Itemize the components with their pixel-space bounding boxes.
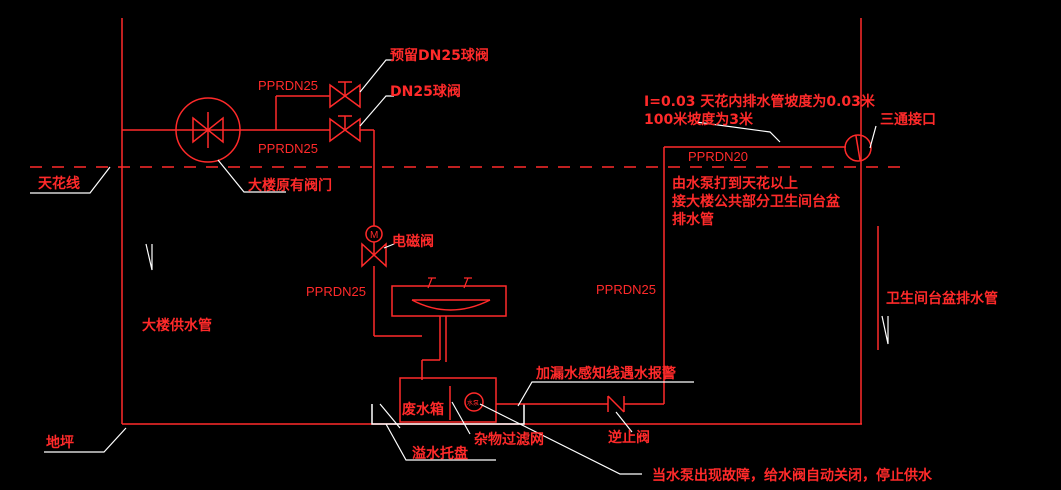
label-tee-joint: 三通接口	[880, 111, 936, 128]
leader-filter	[451, 401, 471, 435]
label-pprdn25-right: PPRDN25	[596, 282, 656, 297]
label-building-supply-pipe: 大楼供水管	[142, 317, 212, 334]
label-debris-filter: 杂物过滤网	[474, 431, 544, 448]
svg-text:M: M	[370, 230, 378, 241]
waste-tank-box	[399, 377, 497, 423]
dn25-ball-valve-icon	[329, 115, 361, 143]
check-valve-icon	[607, 395, 625, 413]
pump-icon: 水泵	[464, 392, 484, 412]
label-waste-tank: 废水箱	[402, 401, 444, 418]
label-pump-note-line1: 由水泵打到天花以上	[672, 175, 798, 192]
label-pprdn25-mid: PPRDN25	[258, 141, 318, 156]
reserved-ball-valve-icon	[329, 81, 361, 109]
tee-joint-icon	[844, 134, 872, 162]
supply-arrow-left	[145, 243, 153, 271]
label-pprdn25-top: PPRDN25	[258, 78, 318, 93]
label-floor: 地坪	[46, 434, 74, 451]
leader-floor	[44, 427, 127, 453]
leader-slope	[695, 121, 781, 143]
label-basin-drain-pipe: 卫生间台盆排水管	[886, 290, 998, 307]
label-building-original-valve: 大楼原有阀门	[248, 177, 332, 194]
label-pump-note-line2: 接大楼公共部分卫生间台盆	[672, 193, 841, 210]
label-solenoid-valve: 电磁阀	[392, 233, 434, 250]
wash-basin-icon	[391, 277, 507, 380]
leader-solenoid	[383, 243, 395, 249]
drain-arrow-right	[881, 315, 889, 345]
leader-ceiling	[30, 166, 111, 194]
label-ceiling-line: 天花线	[38, 175, 80, 192]
leader-tee	[869, 125, 877, 149]
label-reserved-valve: 预留DN25球阀	[390, 47, 489, 64]
solenoid-valve-icon: M	[361, 225, 387, 268]
leader-leak	[517, 381, 694, 407]
leader-waste-tank	[379, 403, 401, 429]
leader-dn25-valve	[359, 95, 394, 127]
label-overflow-tray: 溢水托盘	[412, 445, 468, 462]
label-pump-note-line3: 排水管	[672, 211, 714, 228]
label-pprdn25-left: PPRDN25	[306, 284, 366, 299]
label-pump-failure-note: 当水泵出现故障，给水阀自动关闭，停止供水	[652, 467, 933, 484]
leader-original-valve	[217, 159, 286, 193]
label-slope-line1: I=0.03 天花内排水管坡度为0.03米	[644, 93, 876, 110]
leader-reserved-valve	[359, 59, 394, 93]
label-slope-line2: 100米坡度为3米	[644, 111, 754, 128]
label-leak-sensor: 加漏水感知线遇水报警	[535, 365, 676, 382]
label-dn25-ball-valve: DN25球阀	[390, 83, 461, 100]
building-original-valve-icon	[175, 97, 241, 163]
leader-pump-failure	[479, 403, 642, 475]
overflow-tray	[371, 404, 525, 425]
leader-overflow	[385, 423, 496, 461]
label-pprdn20: PPRDN20	[688, 149, 748, 164]
label-check-valve: 逆止阀	[608, 429, 650, 446]
leader-check-valve	[615, 411, 633, 433]
svg-text:水泵: 水泵	[467, 399, 479, 407]
